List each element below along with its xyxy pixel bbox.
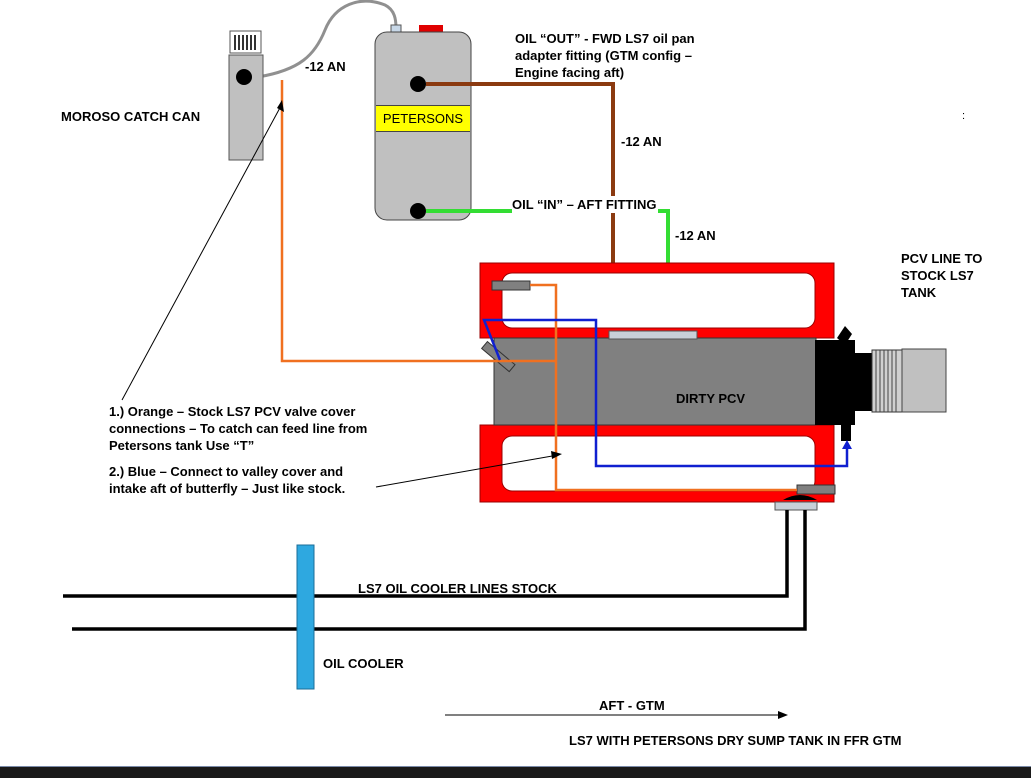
oil-out-line xyxy=(426,82,615,332)
note-orange: 1.) Orange – Stock LS7 PCV valve cover c… xyxy=(109,403,367,454)
note2-line-1: 2.) Blue – Connect to valley cover and xyxy=(109,464,344,479)
intake-coupler xyxy=(837,326,852,345)
pcv-fitting-bottom xyxy=(796,484,836,495)
intake-black-housing xyxy=(815,340,855,425)
tank-out-fitting xyxy=(410,76,426,92)
oil-cooler xyxy=(296,544,315,690)
pcv-stub xyxy=(841,423,851,441)
pcv-line-label: PCV LINE TO STOCK LS7 TANK xyxy=(901,250,982,301)
air-filter xyxy=(901,348,947,413)
bottom-bar xyxy=(0,767,1031,778)
oil-out-an-label: -12 AN xyxy=(621,134,662,149)
catch-can-cap-ridges xyxy=(234,35,256,50)
oil-in-label: OIL “IN” – AFT FITTING xyxy=(512,196,659,213)
note2-leader xyxy=(375,454,559,488)
dirty-pcv-label: DIRTY PCV xyxy=(676,391,746,406)
tank-in-fitting xyxy=(410,203,426,219)
throttle-body xyxy=(850,353,875,411)
moroso-catch-can-label: MOROSO CATCH CAN xyxy=(61,109,201,124)
stray-mark: : xyxy=(962,110,966,122)
note-blue: 2.) Blue – Connect to valley cover and i… xyxy=(109,463,345,497)
note2-line-2: intake aft of butterfly – Just like stoc… xyxy=(109,481,346,496)
blue-pcv-line xyxy=(482,318,849,468)
oil-pan-fitting xyxy=(774,501,818,511)
note1-line-1: 1.) Orange – Stock LS7 PCV valve cover xyxy=(109,404,356,419)
pcv-fitting-top xyxy=(491,280,531,291)
petersons-label: PETERSONS xyxy=(376,105,470,132)
intake-ribs xyxy=(875,350,897,412)
cooler-lines-label: LS7 OIL COOLER LINES STOCK xyxy=(358,581,557,596)
note2-leader-arrowhead xyxy=(551,451,562,459)
oil-out-label: OIL “OUT” - FWD LS7 oil pan adapter fitt… xyxy=(515,30,695,81)
sump-outlet xyxy=(783,495,817,500)
catch-can-fitting xyxy=(236,69,252,85)
catch-can-cap xyxy=(229,30,262,54)
note1-line-3: Petersons tank Use “T” xyxy=(109,438,255,453)
oil-out-line-2: adapter fitting (GTM config – xyxy=(515,48,692,63)
tank-cap xyxy=(419,25,443,35)
orange-catch-can-line xyxy=(280,80,556,363)
oil-out-line-1: OIL “OUT” - FWD LS7 oil pan xyxy=(515,31,695,46)
valve-cover-top-window xyxy=(501,272,816,329)
cooler-line-2 xyxy=(72,510,807,631)
valley-cover-fitting xyxy=(608,330,698,340)
aft-gtm-label: AFT - GTM xyxy=(599,698,665,713)
catch-can-an-label: -12 AN xyxy=(305,59,346,74)
orange-pcv-line xyxy=(530,283,797,492)
note1-leader xyxy=(121,103,283,401)
blue-line-arrowhead xyxy=(842,440,852,449)
note1-line-2: connections – To catch can feed line fro… xyxy=(109,421,368,436)
engine-block xyxy=(493,337,817,426)
aft-arrow-head xyxy=(778,711,788,719)
pcv-line-2: STOCK LS7 xyxy=(901,268,974,283)
valve-cover-bottom-window xyxy=(501,435,816,492)
diagram-caption: LS7 WITH PETERSONS DRY SUMP TANK IN FFR … xyxy=(569,733,902,748)
catch-can-vent-hose xyxy=(257,0,398,79)
oil-out-line-3: Engine facing aft) xyxy=(515,65,625,80)
oil-in-an-label: -12 AN xyxy=(675,228,716,243)
pcv-line-1: PCV LINE TO xyxy=(901,251,983,266)
pcv-line-3: TANK xyxy=(901,285,937,300)
note1-leader-arrowhead xyxy=(277,100,284,112)
oil-cooler-label: OIL COOLER xyxy=(323,656,404,671)
